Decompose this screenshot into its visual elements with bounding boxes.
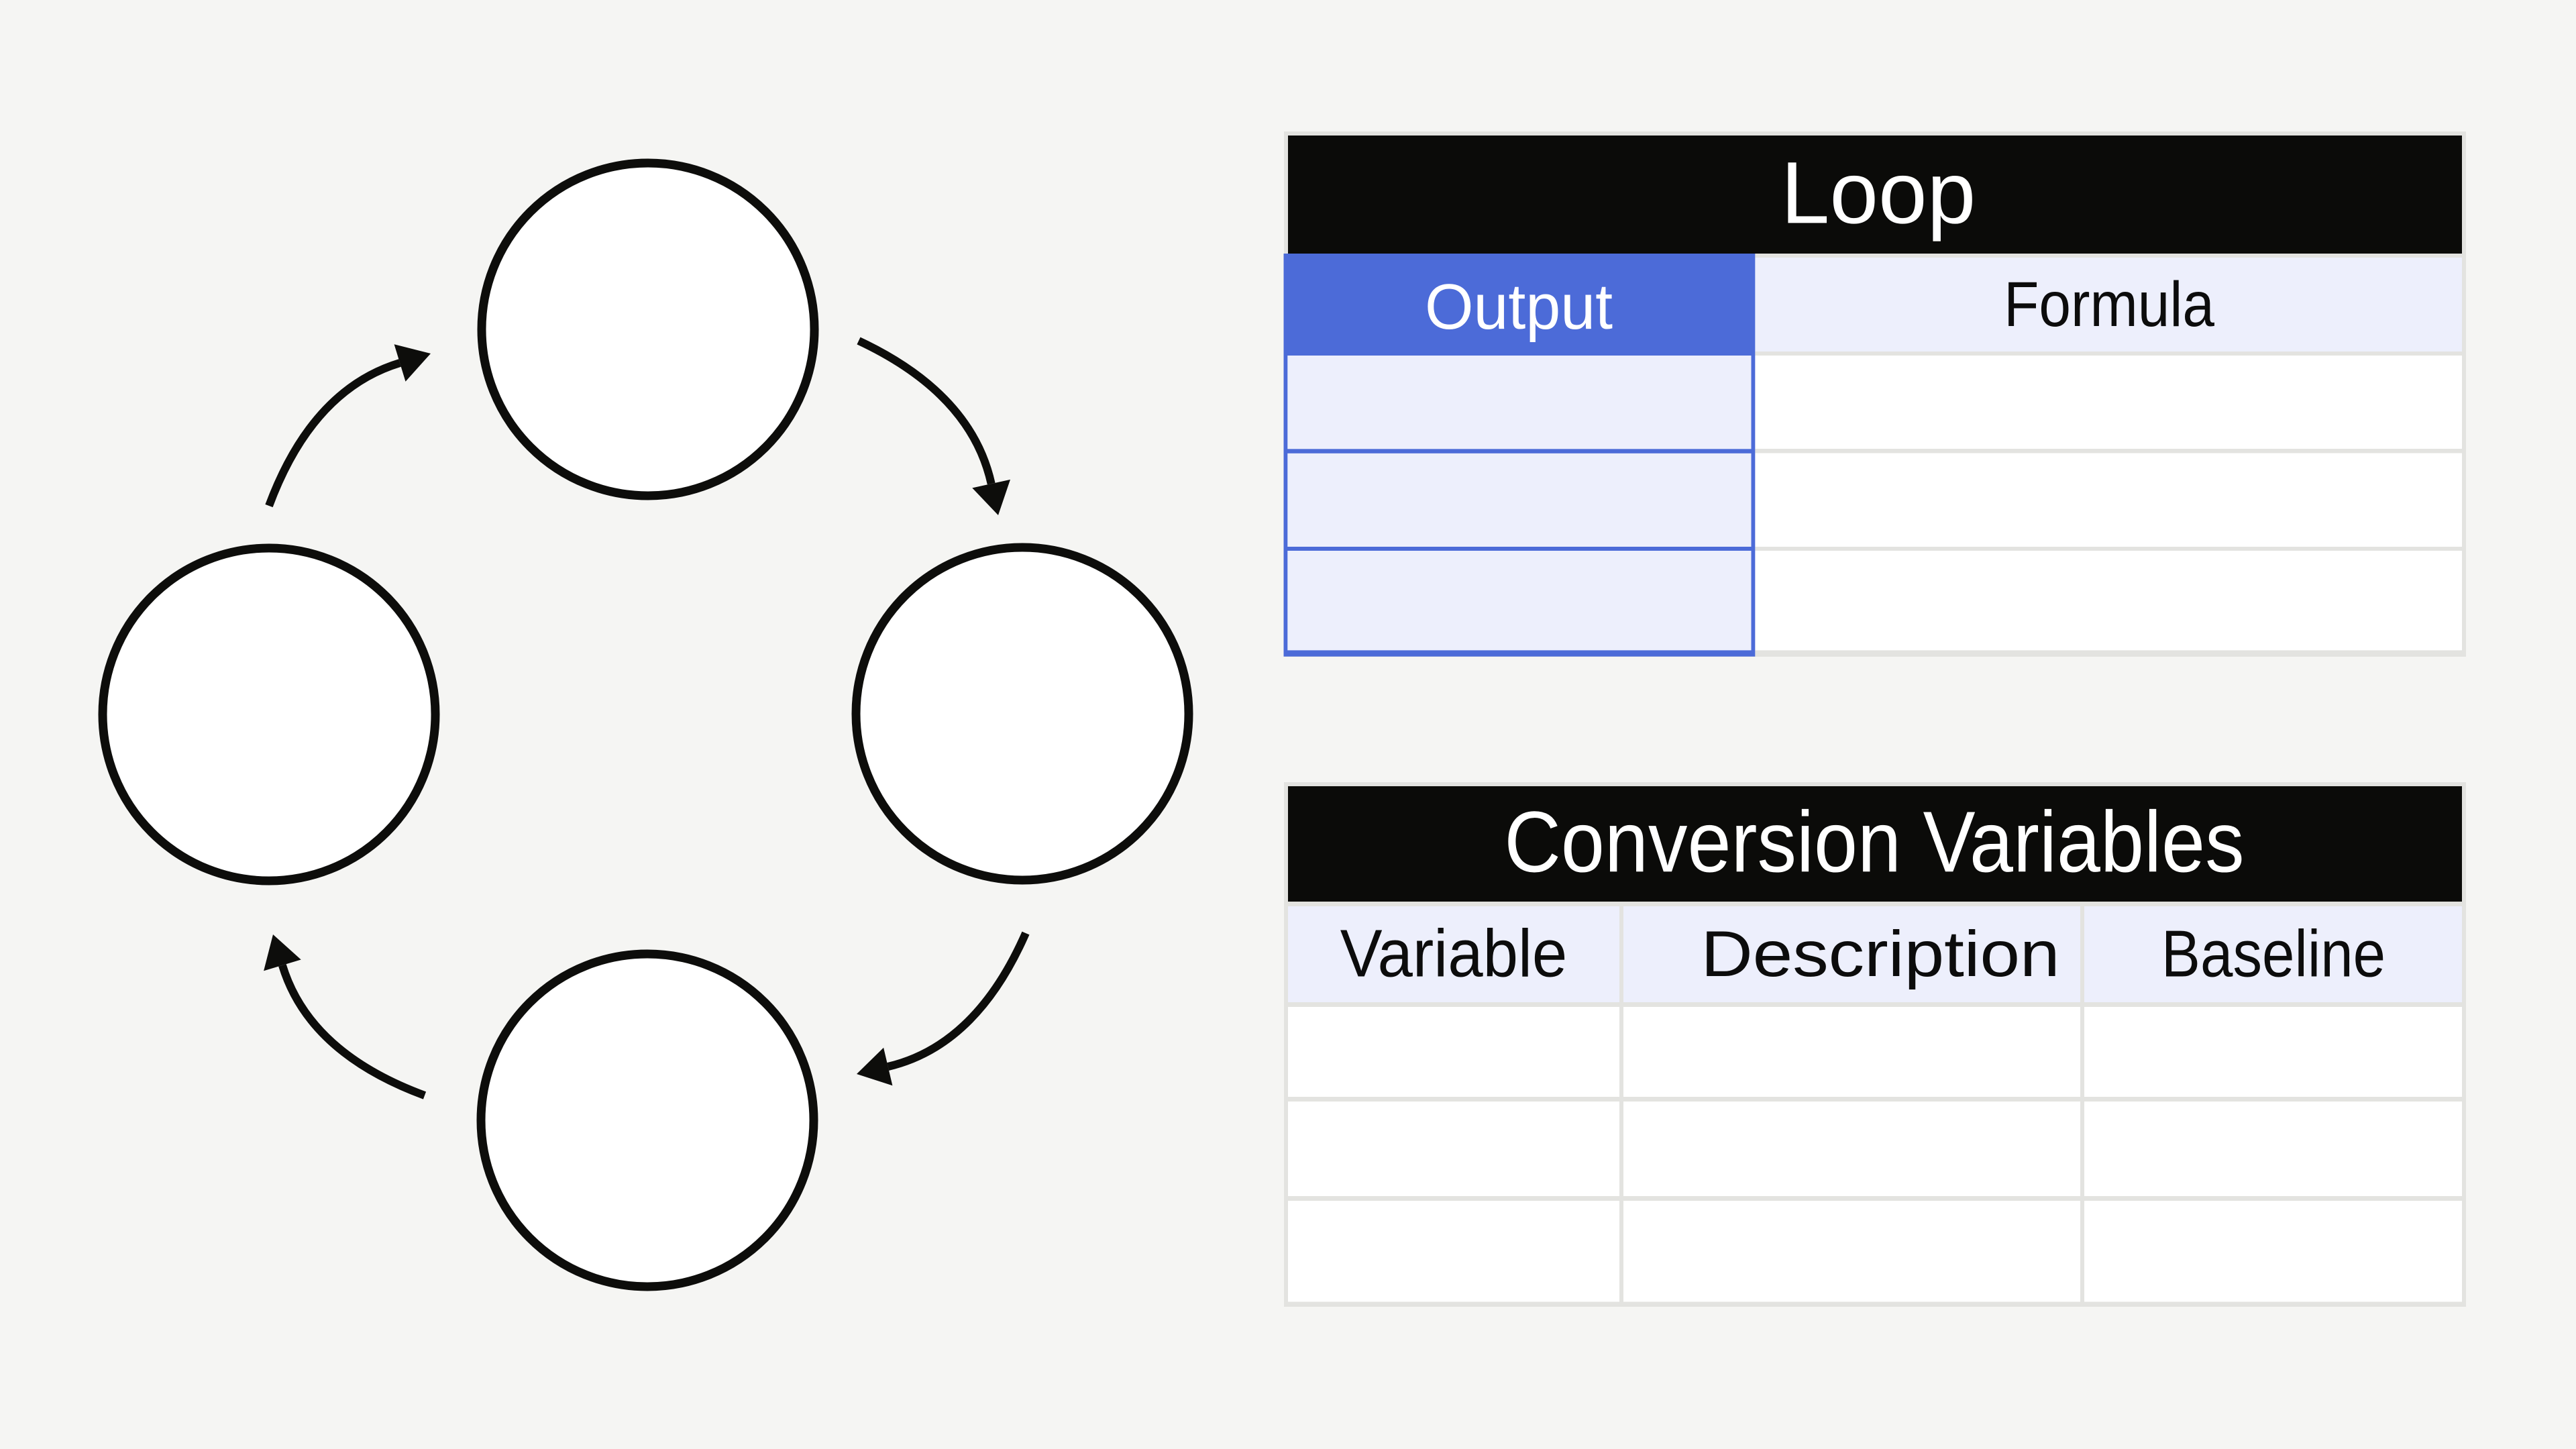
svg-text:Formula: Formula bbox=[2004, 269, 2215, 340]
svg-text:Variable: Variable bbox=[1340, 916, 1568, 991]
svg-text:Output: Output bbox=[1425, 271, 1613, 343]
svg-text:Description: Description bbox=[1701, 918, 2059, 990]
svg-text:Conversion Variables: Conversion Variables bbox=[1504, 794, 2244, 891]
svg-text:Loop: Loop bbox=[1781, 144, 1976, 241]
svg-text:Baseline: Baseline bbox=[2161, 917, 2385, 991]
